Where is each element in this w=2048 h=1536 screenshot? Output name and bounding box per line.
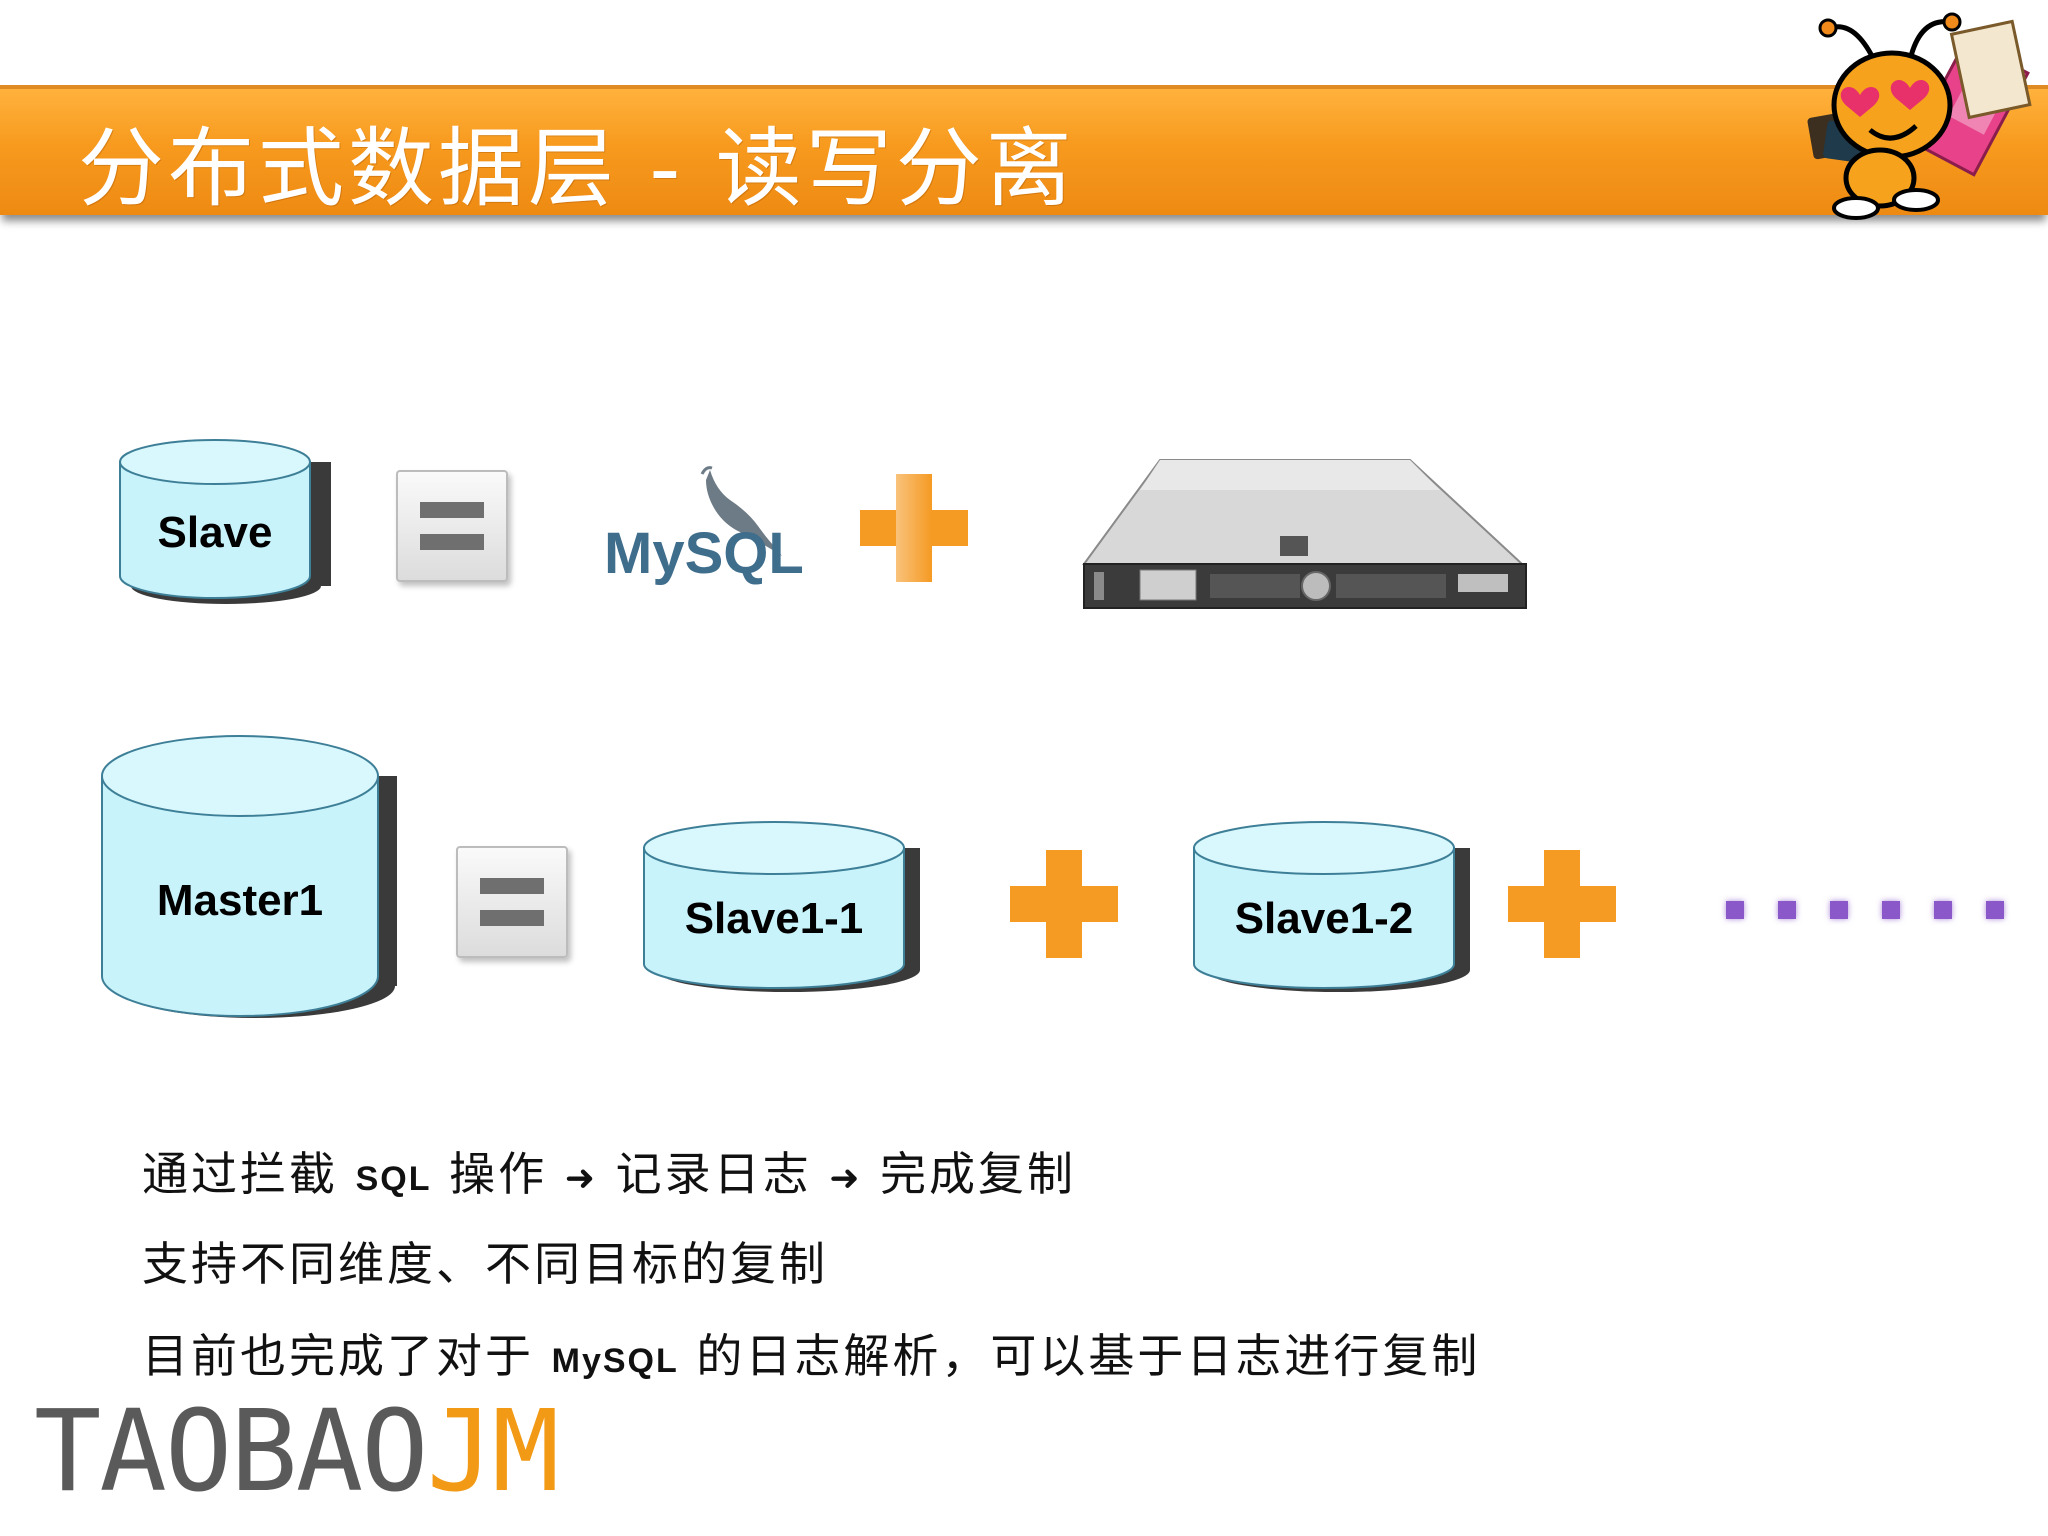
brand-logo-part1: TAOBAO — [34, 1387, 429, 1517]
slave-database-cylinder — [119, 439, 331, 604]
equals-icon — [396, 470, 508, 582]
title-banner — [0, 85, 2048, 215]
ellipsis-dots — [1726, 898, 2016, 922]
slave-label: Slave — [157, 508, 273, 557]
plus-icon — [1010, 850, 1118, 958]
equals-icon — [456, 846, 568, 958]
mysql-logo: MySQL — [604, 520, 804, 587]
master1-label: Master1 — [156, 876, 324, 925]
arrow-right-icon: ➜ — [564, 1158, 598, 1199]
note-1-part-b: 操作 — [449, 1147, 548, 1201]
brand-logo: TAOBAOJM — [34, 1396, 559, 1508]
note-3-part-a: 目前也完成了对于 — [142, 1329, 534, 1383]
note-line-2: 支持不同维度、不同目标的复制 — [142, 1237, 828, 1291]
ellipsis-dot — [1934, 901, 1952, 919]
master1-database-cylinder — [101, 735, 397, 1018]
rack-server-image — [1082, 459, 1527, 609]
arrow-right-icon: ➜ — [829, 1158, 863, 1199]
slave1-2-label: Slave1-2 — [1234, 894, 1414, 943]
note-1-part-a: 通过拦截 — [142, 1147, 338, 1201]
note-3-part-b: 的日志解析，可以基于日志进行复制 — [696, 1329, 1481, 1383]
note-3-mysql: MySQL — [551, 1342, 679, 1380]
note-1-part-c: 记录日志 — [615, 1147, 812, 1201]
ellipsis-dot — [1778, 901, 1796, 919]
plus-icon — [860, 474, 968, 582]
ellipsis-dot — [1830, 901, 1848, 919]
slave1-2-database-cylinder — [1193, 821, 1470, 992]
note-line-1: 通过拦截 SQL 操作 ➜ 记录日志 ➜ 完成复制 — [142, 1138, 1076, 1204]
mysql-logo-text: MySQL — [604, 521, 804, 586]
ellipsis-dot — [1726, 901, 1744, 919]
slave1-1-database-cylinder — [643, 821, 920, 992]
ant-mascot-image — [1807, 12, 2032, 220]
ellipsis-dot — [1882, 901, 1900, 919]
slave1-1-label: Slave1-1 — [684, 894, 864, 943]
page-title: 分布式数据层 - 读写分离 — [78, 119, 1076, 219]
brand-logo-part2: JM — [426, 1387, 560, 1517]
note-1-part-d: 完成复制 — [880, 1147, 1076, 1201]
ellipsis-dot — [1986, 901, 2004, 919]
mysql-dolphin-icon — [700, 466, 782, 556]
plus-icon — [1508, 850, 1616, 958]
note-line-3: 目前也完成了对于 MySQL 的日志解析，可以基于日志进行复制 — [142, 1320, 1480, 1386]
note-1-sql: SQL — [355, 1160, 432, 1198]
